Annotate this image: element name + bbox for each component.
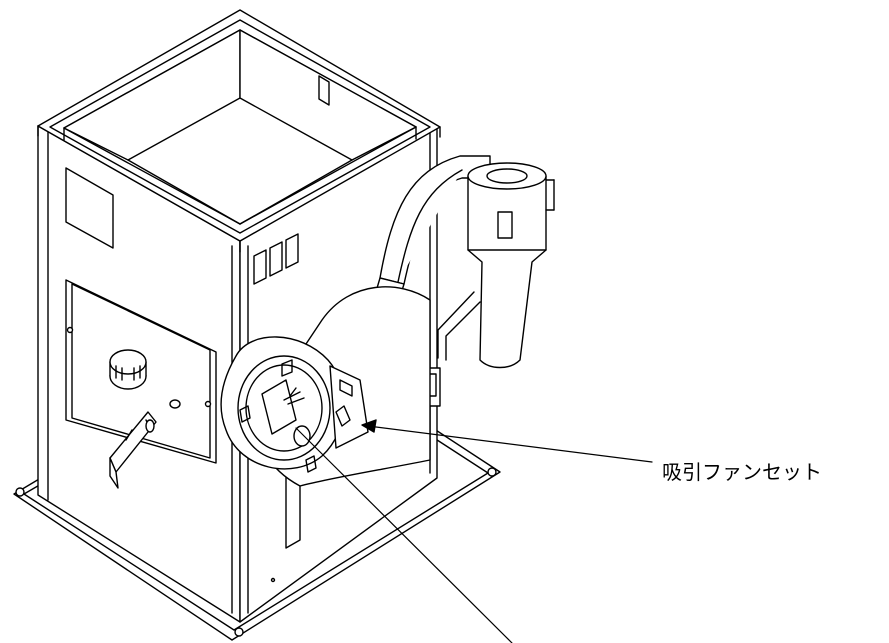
top-opening bbox=[37, 9, 441, 253]
fan-set-callout-label: 吸引ファンセット bbox=[662, 460, 822, 484]
control-panel bbox=[65, 279, 217, 489]
name-plate bbox=[65, 167, 114, 249]
suction-fan-set bbox=[220, 286, 431, 487]
leader-lines bbox=[295, 419, 653, 643]
side-labels bbox=[253, 233, 299, 285]
